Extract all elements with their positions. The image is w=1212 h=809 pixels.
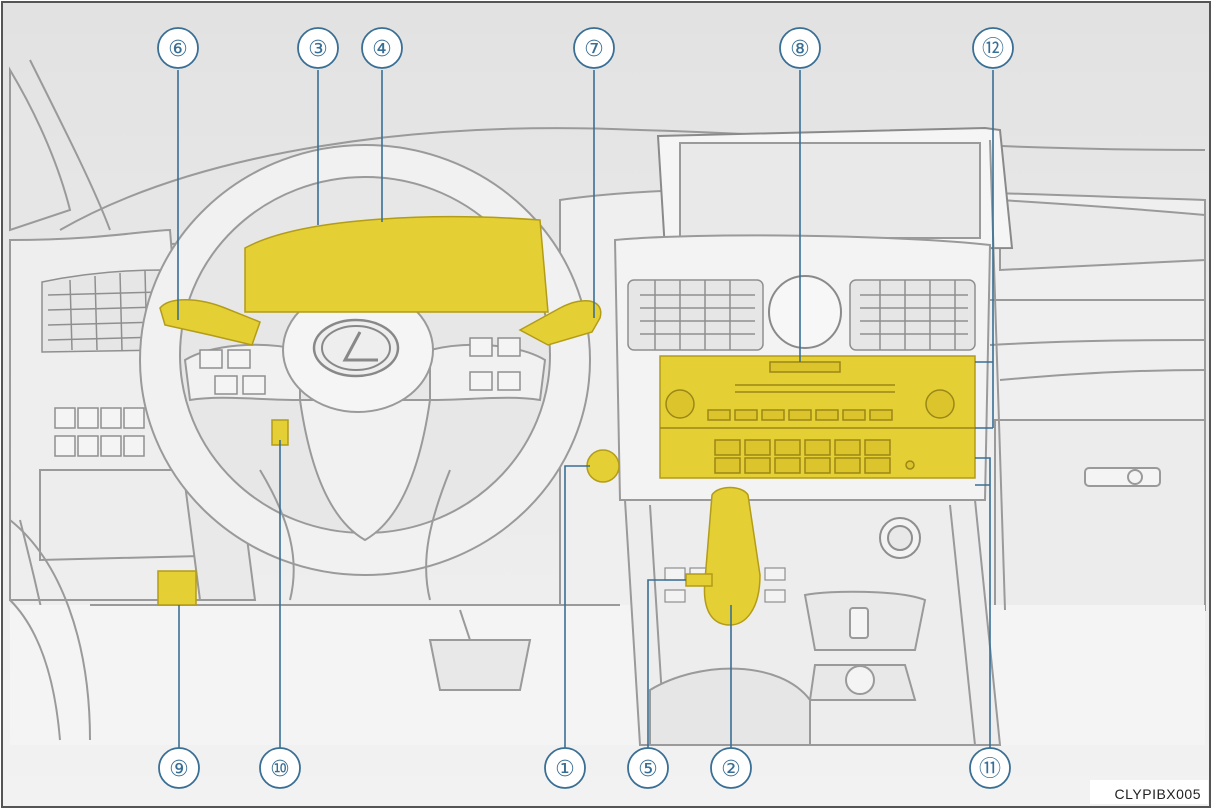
console-switch-highlight <box>686 574 712 586</box>
callout-4: ④ <box>372 37 392 62</box>
callout-3: ③ <box>308 37 328 62</box>
callout-9: ⑨ <box>169 757 189 782</box>
callout-8: ⑧ <box>790 37 810 62</box>
callout-10: ⑩ <box>270 757 290 782</box>
callout-7: ⑦ <box>584 37 604 62</box>
figure-code: CLYPIBX005 <box>1115 786 1201 802</box>
callout-11: ⑪ <box>979 757 1001 782</box>
gauge-cluster-highlight <box>245 217 548 312</box>
callout-2: ② <box>721 757 741 782</box>
callout-1: ① <box>555 757 575 782</box>
hood-release-highlight <box>158 571 196 605</box>
callout-6: ⑥ <box>168 37 188 62</box>
callout-12: ⑫ <box>982 37 1004 62</box>
power-button-highlight <box>587 450 619 482</box>
callout-5: ⑤ <box>638 757 658 782</box>
